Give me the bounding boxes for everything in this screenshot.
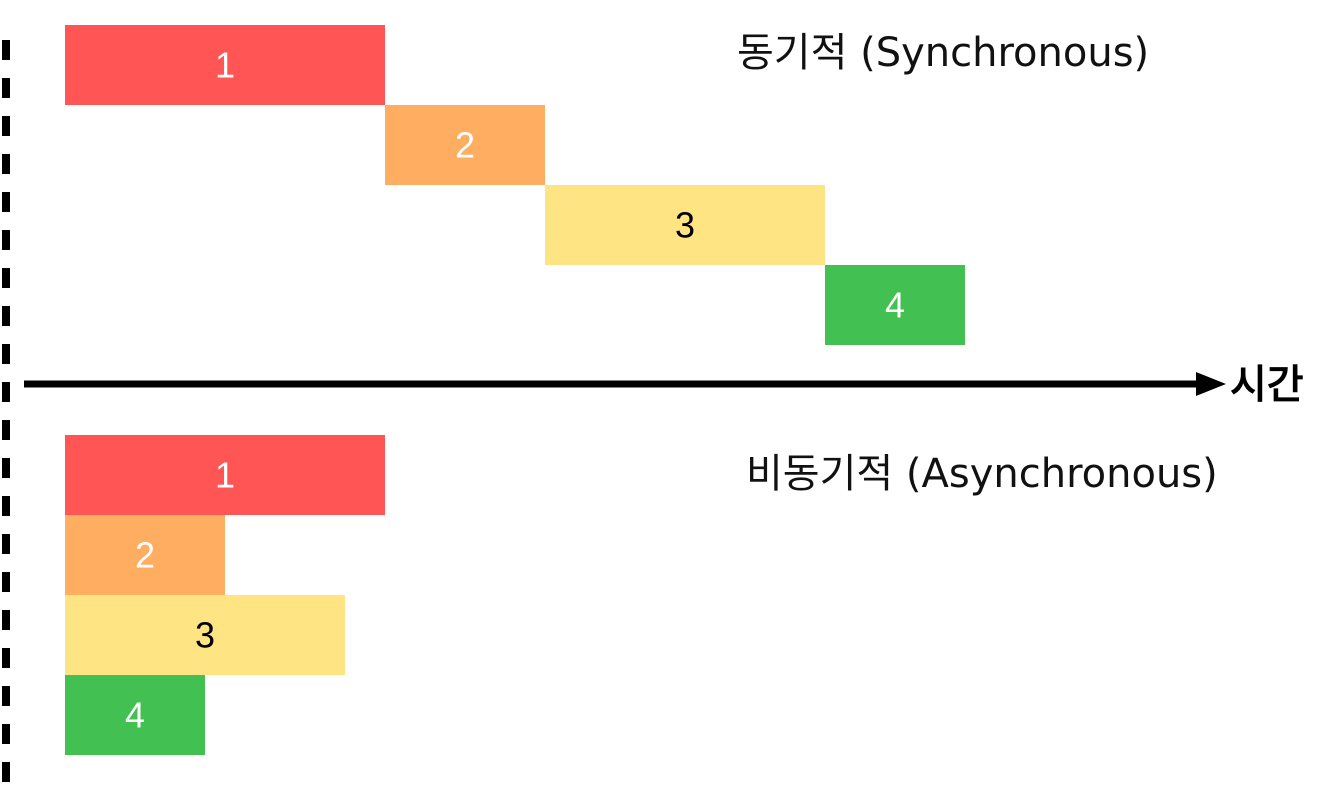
sync-task-1-bar [65, 25, 385, 105]
async-task-2-bar [65, 515, 225, 595]
async-task-4-bar [65, 675, 205, 755]
async-task-4: 4 [65, 675, 205, 755]
sync-task-1-label: 1 [215, 45, 235, 86]
async-task-3: 3 [65, 595, 345, 675]
async-task-3-bar [65, 595, 345, 675]
sync-task-3-bar [545, 185, 825, 265]
async-task-2: 2 [65, 515, 225, 595]
sync-section: 동기적 (Synchronous) 1 2 3 4 [65, 25, 1149, 345]
sync-task-4: 4 [825, 265, 965, 345]
sync-task-3-label: 3 [675, 205, 695, 246]
sync-task-3: 3 [545, 185, 825, 265]
sync-task-4-bar [825, 265, 965, 345]
sync-task-2-label: 2 [455, 125, 475, 166]
async-task-1-label: 1 [215, 455, 235, 496]
async-task-1: 1 [65, 435, 385, 515]
time-axis-label: 시간 [1230, 362, 1304, 408]
arrow-head-icon [1196, 372, 1226, 396]
async-task-4-label: 4 [125, 695, 145, 736]
sync-task-1: 1 [65, 25, 385, 105]
sync-task-2-bar [385, 105, 545, 185]
sync-task-4-label: 4 [885, 285, 905, 326]
async-task-2-label: 2 [135, 535, 155, 576]
time-axis: 시간 [24, 362, 1304, 408]
async-task-1-bar [65, 435, 385, 515]
sync-title: 동기적 (Synchronous) [737, 30, 1149, 76]
async-title: 비동기적 (Asynchronous) [746, 451, 1218, 497]
async-section: 비동기적 (Asynchronous) 1 2 3 4 [65, 435, 1218, 755]
async-task-3-label: 3 [195, 615, 215, 656]
sync-task-2: 2 [385, 105, 545, 185]
